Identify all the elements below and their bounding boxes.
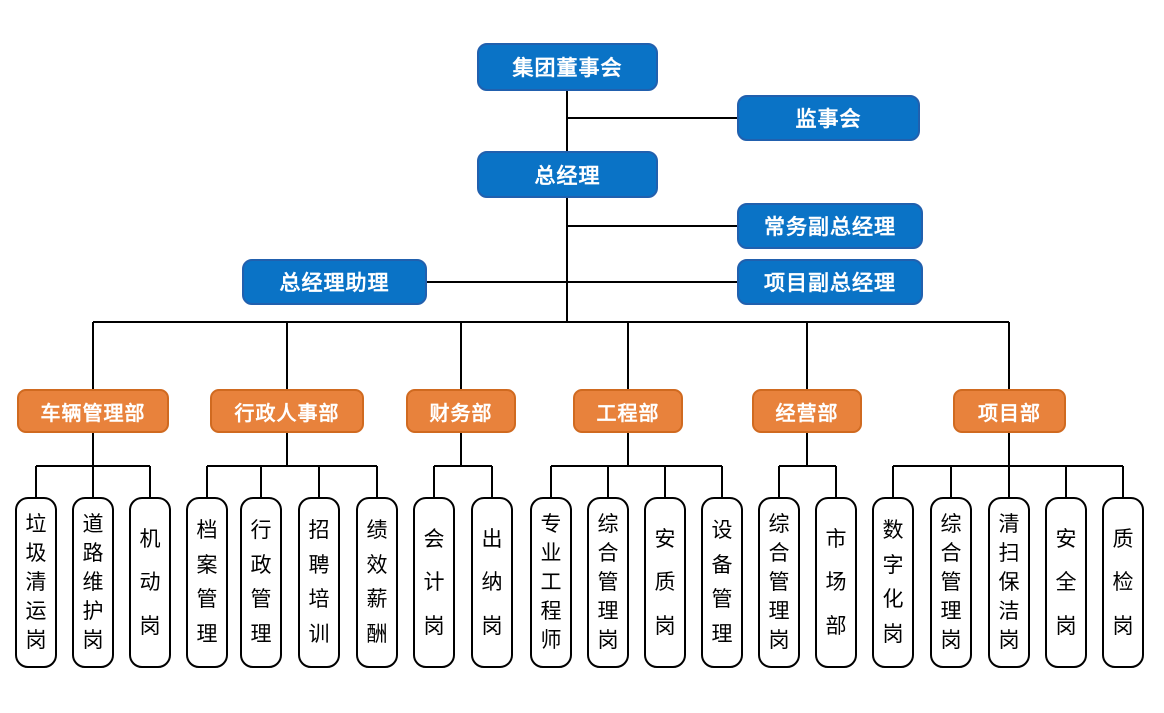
connector — [1008, 466, 1010, 497]
connector — [567, 225, 737, 227]
connector — [566, 91, 568, 151]
connector — [779, 465, 836, 467]
connector — [806, 432, 808, 466]
position-node: 道路维护岗 — [72, 497, 114, 668]
connector — [778, 466, 780, 497]
connector — [460, 322, 462, 389]
connector — [207, 465, 377, 467]
connector — [433, 466, 435, 497]
connector — [950, 466, 952, 497]
position-node: 机动岗 — [129, 497, 171, 668]
position-node: 清扫保洁岗 — [988, 497, 1030, 668]
node-supervisory-board: 监事会 — [737, 95, 920, 141]
position-node: 招聘培训 — [298, 497, 340, 668]
connector — [460, 432, 462, 466]
connector — [806, 322, 808, 389]
connector — [835, 466, 837, 497]
connector — [206, 466, 208, 497]
connector — [551, 465, 722, 467]
position-node: 综合管理岗 — [587, 497, 629, 668]
connector — [566, 198, 568, 322]
dept-finance: 财务部 — [406, 389, 516, 433]
connector — [721, 466, 723, 497]
dept-vehicle-management: 车辆管理部 — [17, 389, 169, 433]
position-node: 档案管理 — [186, 497, 228, 668]
position-node: 质检岗 — [1102, 497, 1144, 668]
node-group-board: 集团董事会 — [477, 43, 658, 91]
connector — [892, 466, 894, 497]
position-node: 综合管理岗 — [930, 497, 972, 668]
connector — [1122, 466, 1124, 497]
position-node: 设备管理 — [701, 497, 743, 668]
connector — [92, 432, 94, 466]
position-node: 绩效薪酬 — [356, 497, 398, 668]
position-node: 专业工程师 — [530, 497, 572, 668]
node-gm-assistant: 总经理助理 — [242, 259, 427, 305]
dept-admin-hr: 行政人事部 — [210, 389, 364, 433]
connector — [607, 466, 609, 497]
connector — [93, 321, 1009, 323]
node-project-deputy-gm: 项目副总经理 — [737, 259, 923, 305]
connector — [260, 466, 262, 497]
position-node: 数字化岗 — [872, 497, 914, 668]
position-node: 垃圾清运岗 — [15, 497, 57, 668]
position-node: 会计岗 — [413, 497, 455, 668]
node-executive-deputy-gm: 常务副总经理 — [737, 203, 923, 249]
connector — [376, 466, 378, 497]
connector — [434, 465, 492, 467]
connector — [550, 466, 552, 497]
dept-engineering: 工程部 — [573, 389, 683, 433]
connector — [149, 466, 151, 497]
connector — [92, 466, 94, 497]
connector — [35, 466, 37, 497]
dept-project: 项目部 — [953, 389, 1066, 433]
position-node: 市场部 — [815, 497, 857, 668]
connector — [567, 117, 737, 119]
connector — [627, 322, 629, 389]
connector — [1008, 432, 1010, 466]
connector — [286, 432, 288, 466]
connector — [92, 322, 94, 389]
position-node: 出纳岗 — [471, 497, 513, 668]
position-node: 安全岗 — [1045, 497, 1087, 668]
connector — [1008, 322, 1010, 389]
dept-operations: 经营部 — [752, 389, 862, 433]
position-node: 综合管理岗 — [758, 497, 800, 668]
connector — [286, 322, 288, 389]
connector — [627, 432, 629, 466]
connector — [1065, 466, 1067, 497]
connector — [893, 465, 1123, 467]
connector — [664, 466, 666, 497]
connector — [318, 466, 320, 497]
connector — [427, 281, 737, 283]
position-node: 行政管理 — [240, 497, 282, 668]
connector — [491, 466, 493, 497]
position-node: 安质岗 — [644, 497, 686, 668]
connector — [36, 465, 150, 467]
node-general-manager: 总经理 — [477, 151, 658, 198]
